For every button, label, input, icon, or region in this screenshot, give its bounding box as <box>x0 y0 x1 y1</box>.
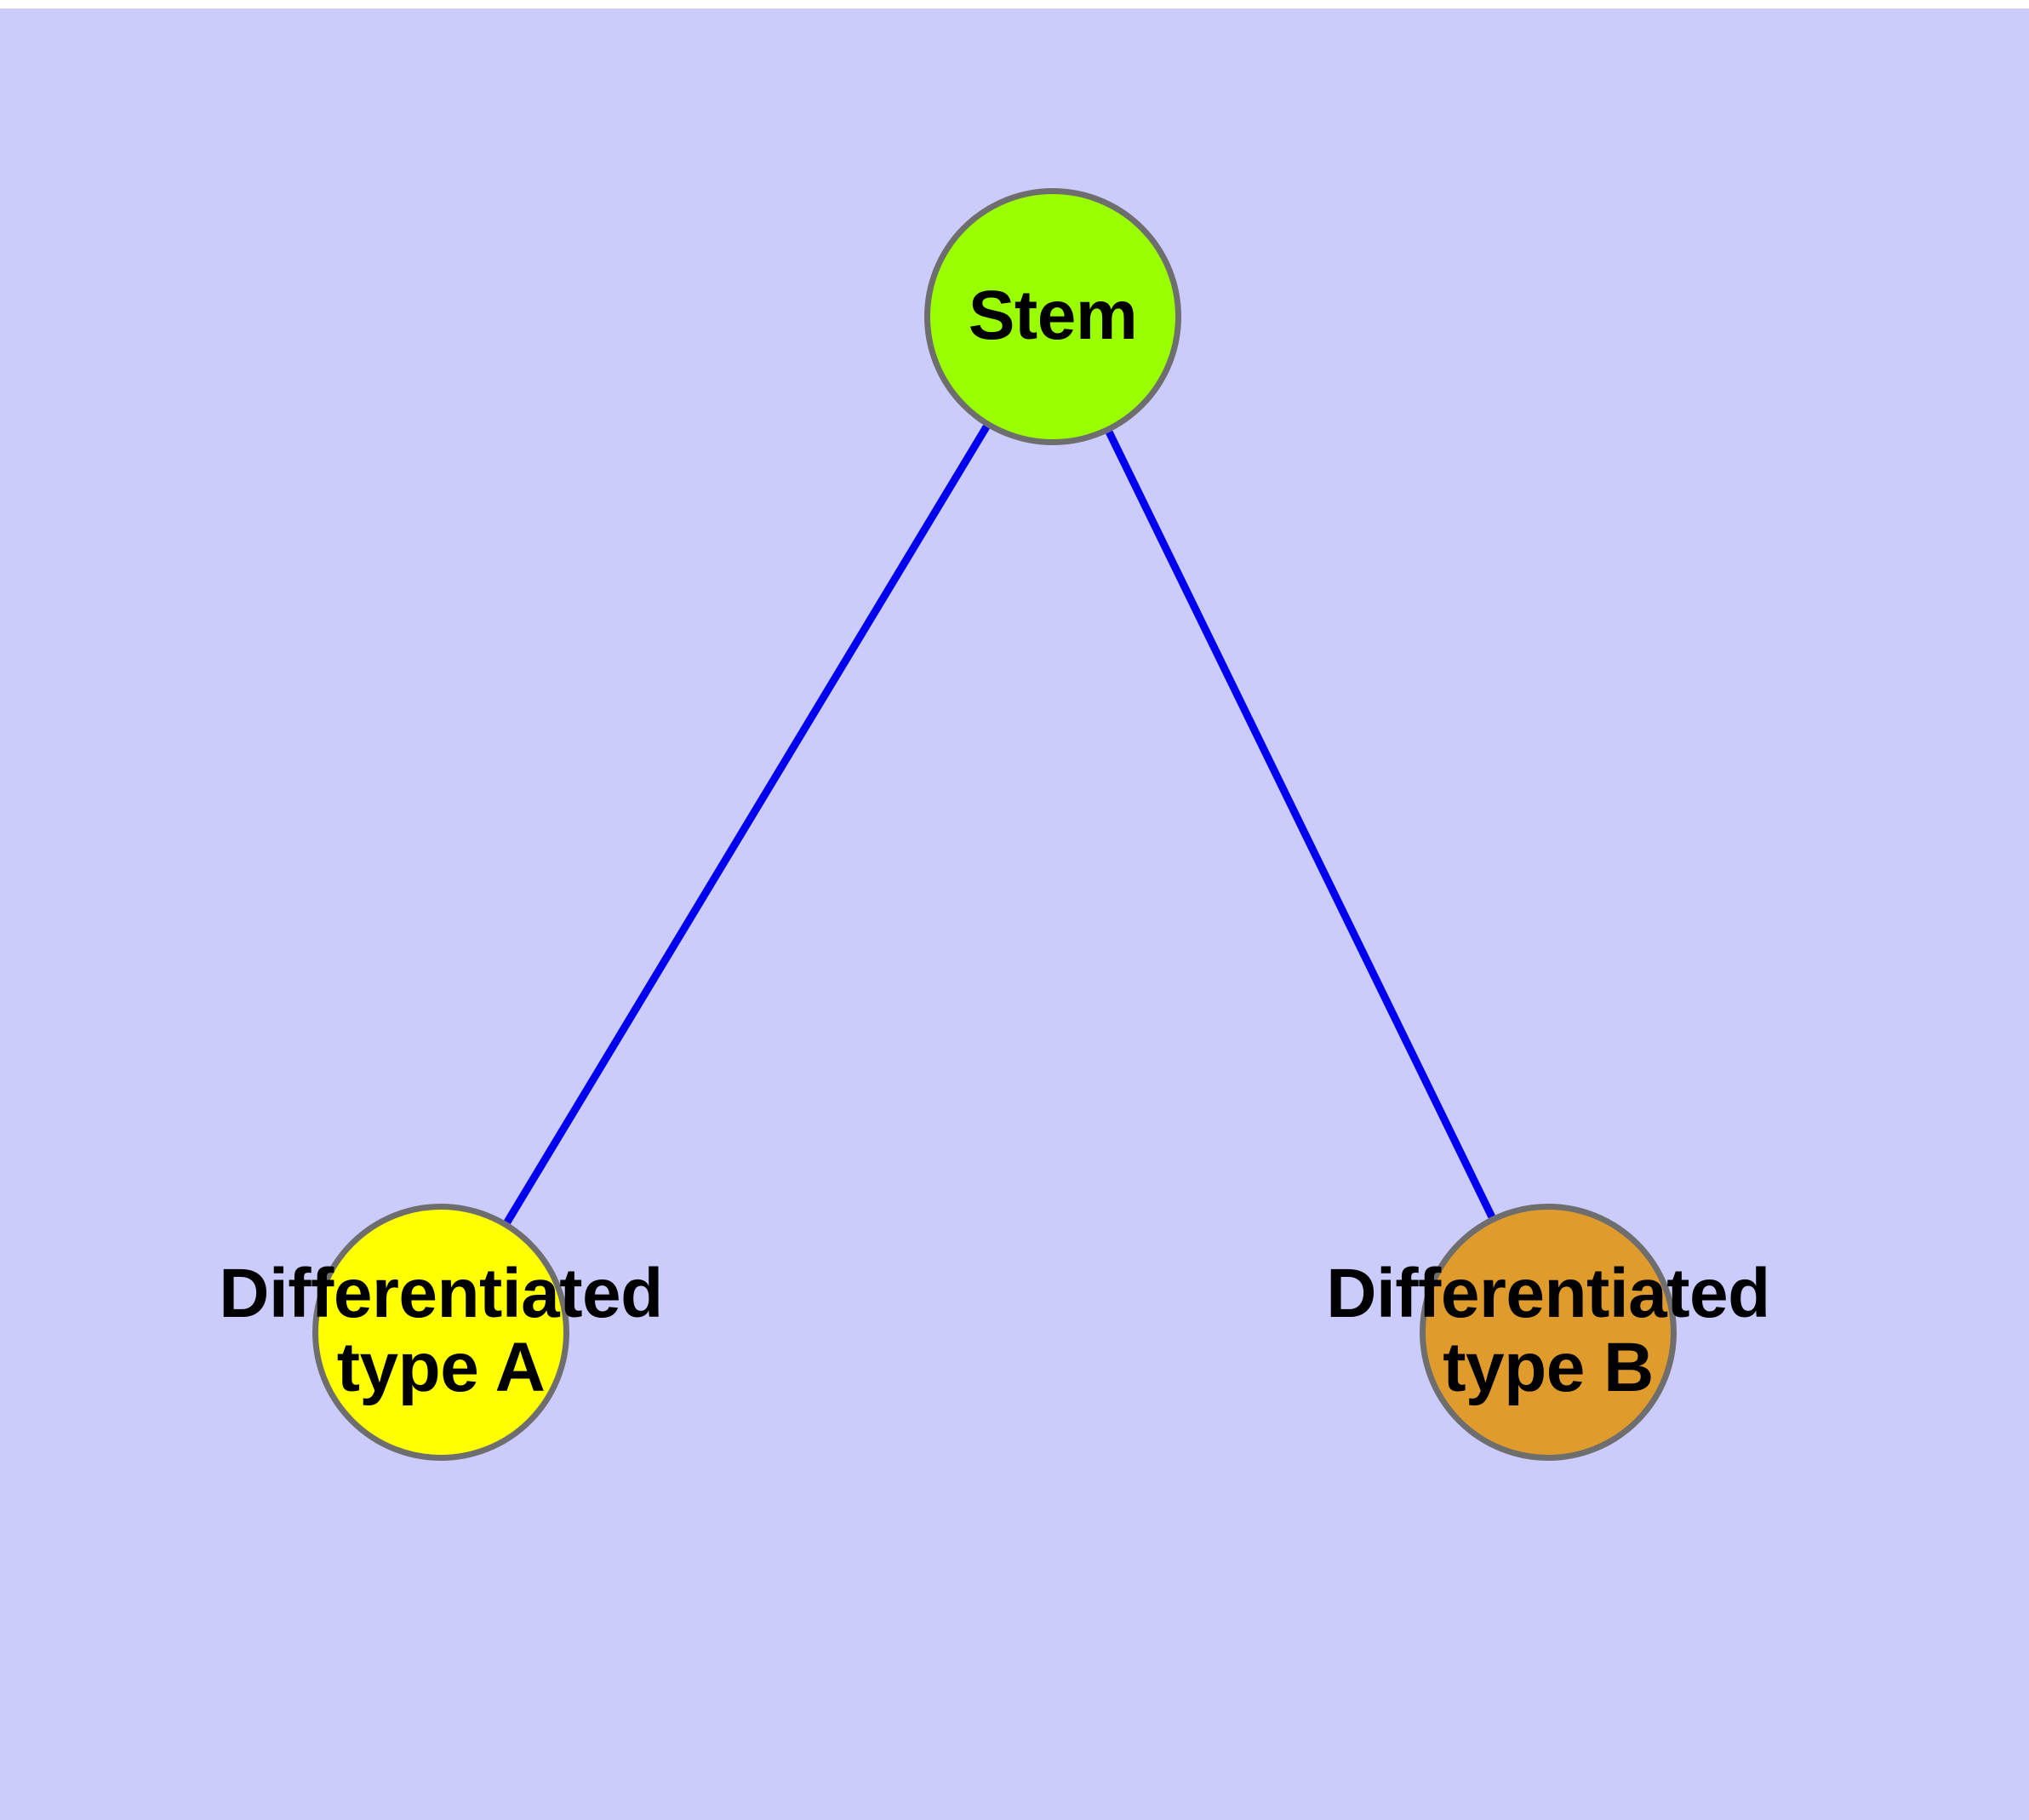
node-differentiated-type-b[interactable] <box>1420 1204 1677 1461</box>
edge-stem-to-differentiated-b <box>1106 430 1495 1219</box>
edge-stem-to-differentiated-a <box>504 425 990 1224</box>
edge-layer <box>504 425 1495 1224</box>
node-stem[interactable] <box>924 188 1181 445</box>
diagram-plot-area: Stem Differentiated type A Differentiate… <box>0 9 2029 1820</box>
node-differentiated-type-a[interactable] <box>312 1204 569 1461</box>
